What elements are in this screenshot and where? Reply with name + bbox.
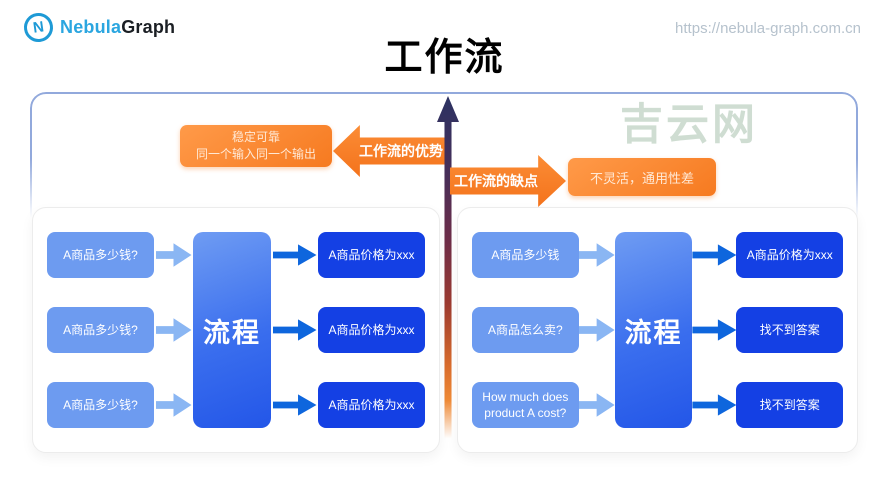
advantage-box: 稳定可靠 同一个输入同一个输出 [180,125,332,167]
process-box: 流程 [614,232,693,428]
right-panel-inputs: A商品多少钱 A商品怎么卖? How much does product A c… [472,232,579,428]
left-panel-inputs: A商品多少钱? A商品多少钱? A商品多少钱? [47,232,154,428]
right-panel-input-arrows [578,232,615,428]
right-arrow-icon [272,244,317,266]
logo-text-graph: Graph [121,17,176,37]
right-arrow-icon [578,318,615,342]
left-panel-outputs: A商品价格为xxx A商品价格为xxx A商品价格为xxx [318,232,425,428]
nebulagraph-logo: N NebulaGraph [22,11,175,44]
input-box: A商品多少钱? [47,382,154,428]
right-arrow-icon [578,243,615,267]
right-arrow-icon [272,319,317,341]
nebulagraph-logo-text: NebulaGraph [60,17,175,38]
right-panel-output-arrows [692,232,737,428]
input-box: A商品多少钱 [472,232,579,278]
right-arrow-icon [155,243,192,267]
input-box: A商品怎么卖? [472,307,579,353]
workflow-panel-right: A商品多少钱 A商品怎么卖? How much does product A c… [457,207,858,453]
disadvantage-arrow-label: 工作流的缺点 [454,173,538,189]
process-box: 流程 [193,232,271,428]
right-arrow-icon [155,318,192,342]
disadvantage-box: 不灵活，通用性差 [568,158,716,196]
output-box: A商品价格为xxx [318,232,425,278]
page-title: 工作流 [384,37,505,79]
workflow-panel-left: A商品多少钱? A商品多少钱? A商品多少钱? 流程 A商品价格为xxx A商品… [32,207,440,453]
watermark: 吉云网 [620,101,758,149]
output-box: A商品价格为xxx [736,232,844,278]
right-arrow-icon [578,393,615,417]
output-box: A商品价格为xxx [318,307,425,353]
right-panel-outputs: A商品价格为xxx 找不到答案 找不到答案 [736,232,844,428]
output-box: 找不到答案 [736,307,844,353]
advantage-line2: 同一个输入同一个输出 [195,147,316,161]
advantage-line1: 稳定可靠 [231,129,280,144]
right-arrow-icon [692,244,737,266]
site-url-link[interactable]: https://nebula-graph.com.cn [675,20,861,37]
input-box: A商品多少钱? [47,307,154,353]
logo-text-nebula: Nebula [60,17,122,37]
right-arrow-icon [692,319,737,341]
input-box: A商品多少钱? [47,232,154,278]
left-panel-input-arrows [155,232,192,428]
right-arrow-icon [155,393,192,417]
output-box: 找不到答案 [736,382,844,428]
advantage-arrow-label: 工作流的优势 [359,143,443,159]
disadvantage-text: 不灵活，通用性差 [589,170,694,186]
right-arrow-icon [692,394,737,416]
right-arrow-icon [272,394,317,416]
output-box: A商品价格为xxx [318,382,425,428]
left-panel-output-arrows [272,232,317,428]
input-box: How much does product A cost? [472,382,579,428]
